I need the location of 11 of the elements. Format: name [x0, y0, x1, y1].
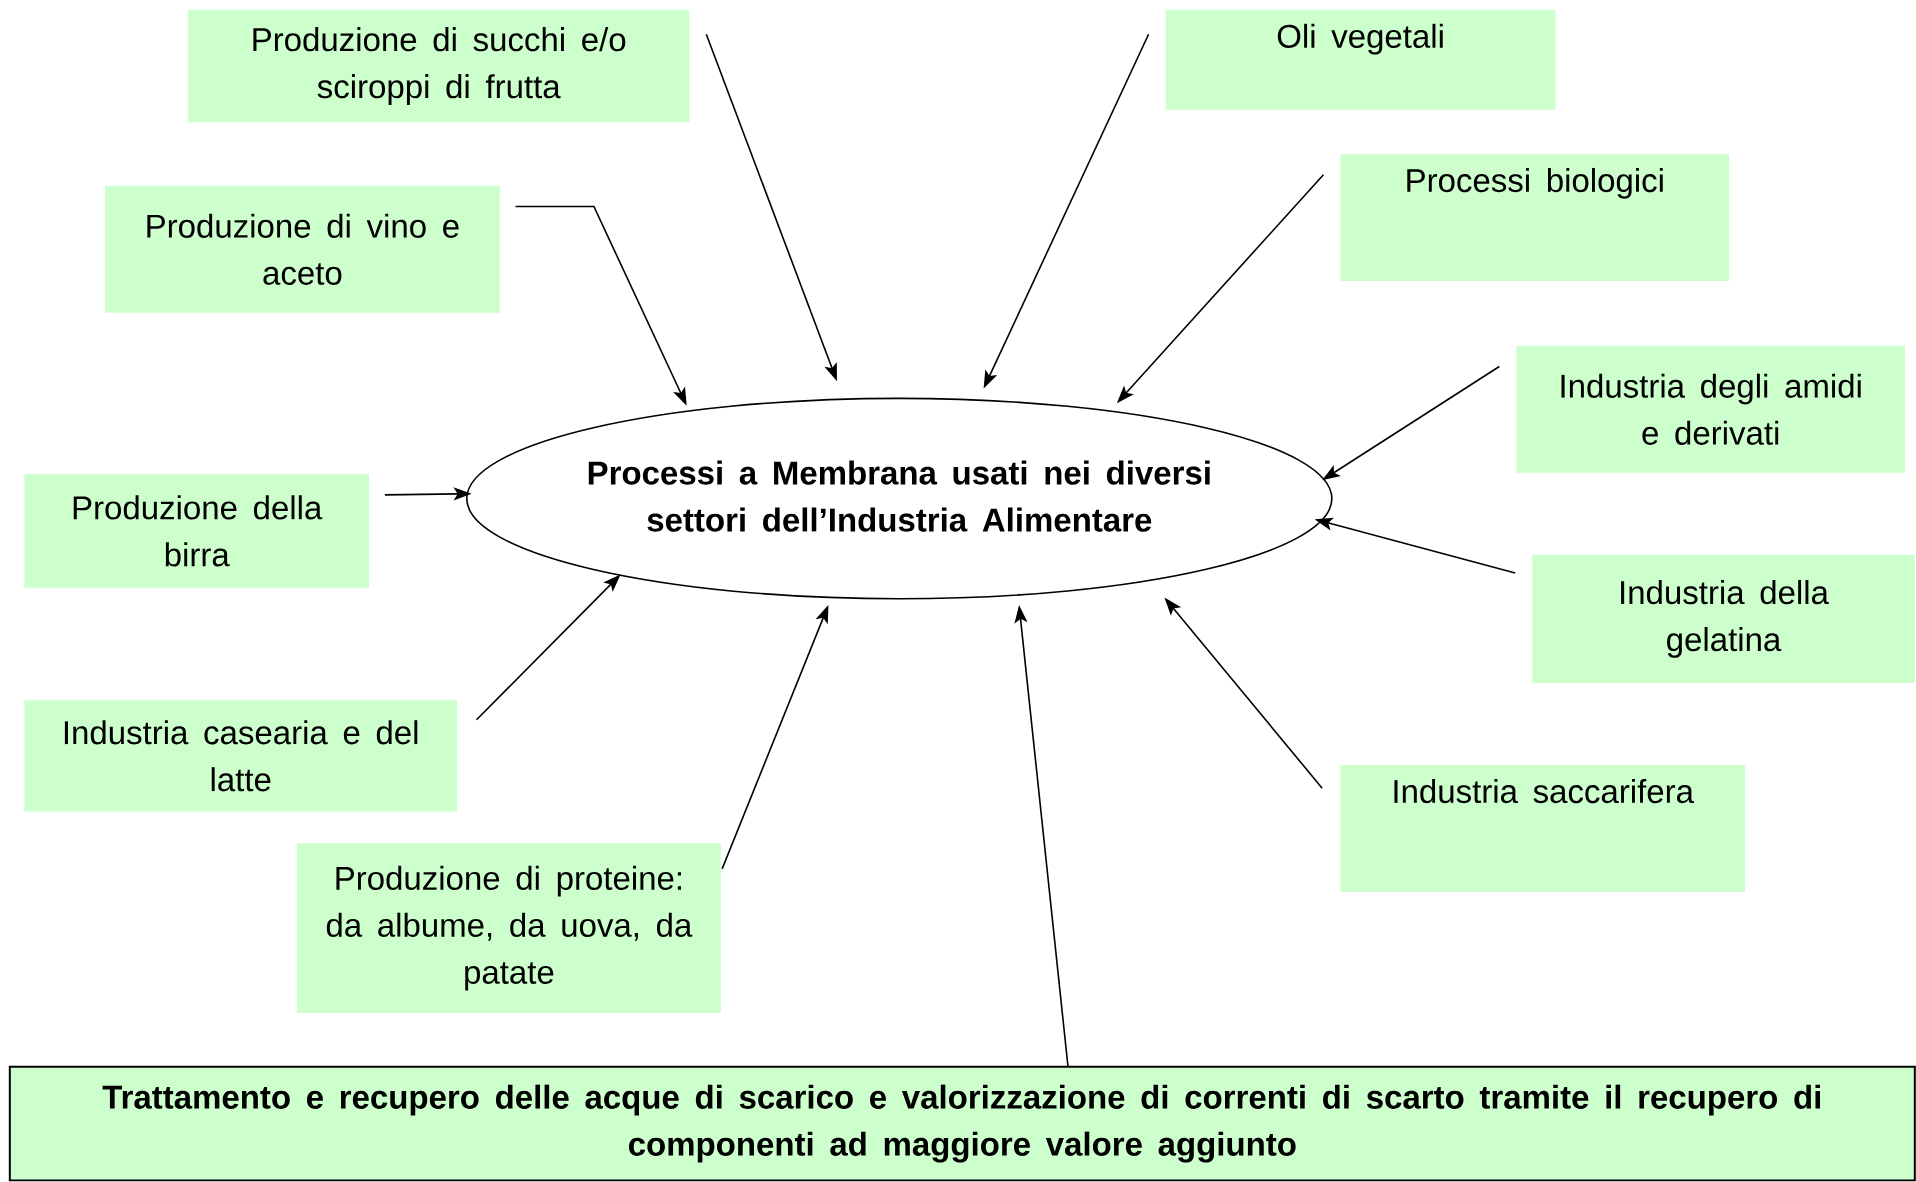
process-box: Oli vegetali	[1165, 9, 1556, 110]
process-box: Industria degli amidi e derivati	[1516, 345, 1905, 473]
process-box: Processi biologici	[1340, 153, 1730, 282]
process-box: Produzione della birra	[24, 474, 369, 588]
process-box: Produzione di vino e aceto	[105, 185, 500, 313]
process-box: Industria saccarifera	[1340, 764, 1745, 893]
process-box: Produzione di proteine: da albume, da uova, da patate	[296, 843, 721, 1013]
process-box: Industria della gelatina	[1532, 554, 1915, 684]
banner-box: Trattamento e recupero delle acque di scarico e valorizzazione di correnti di scarto tramite il recupero di componenti ad maggiore valore aggiunto	[8, 1065, 1916, 1182]
process-box: Produzione di succhi e/o sciroppi di frutta	[188, 9, 690, 123]
process-box: Industria casearia e del latte	[24, 700, 457, 812]
